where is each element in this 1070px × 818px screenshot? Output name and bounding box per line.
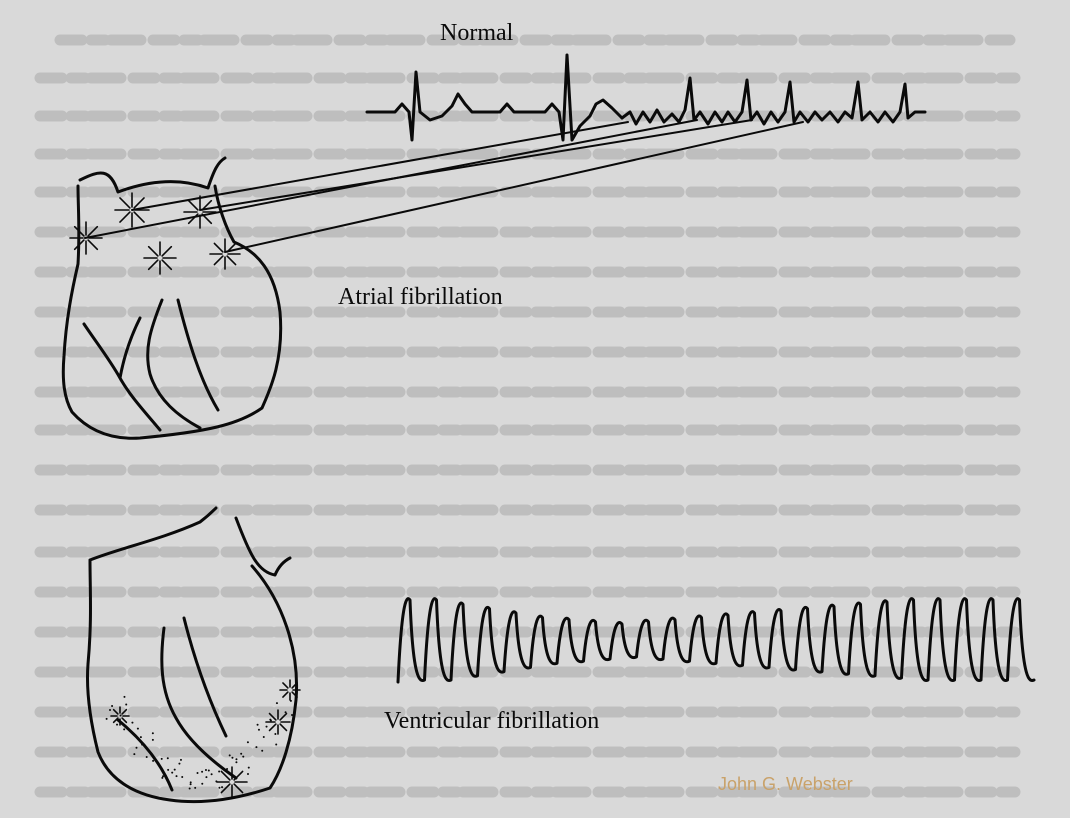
normal-ecg-trace <box>367 55 622 140</box>
credit-text: John G. Webster <box>718 774 853 795</box>
label-atrial-fibrillation: Atrial fibrillation <box>338 284 503 311</box>
heart-ventricular-inner-wall <box>118 618 236 790</box>
label-normal: Normal <box>440 20 513 47</box>
ventricular-foci <box>106 680 300 797</box>
heart-atrial-inner-wall <box>84 300 218 430</box>
label-ventricular-fibrillation: Ventricular fibrillation <box>384 708 599 735</box>
